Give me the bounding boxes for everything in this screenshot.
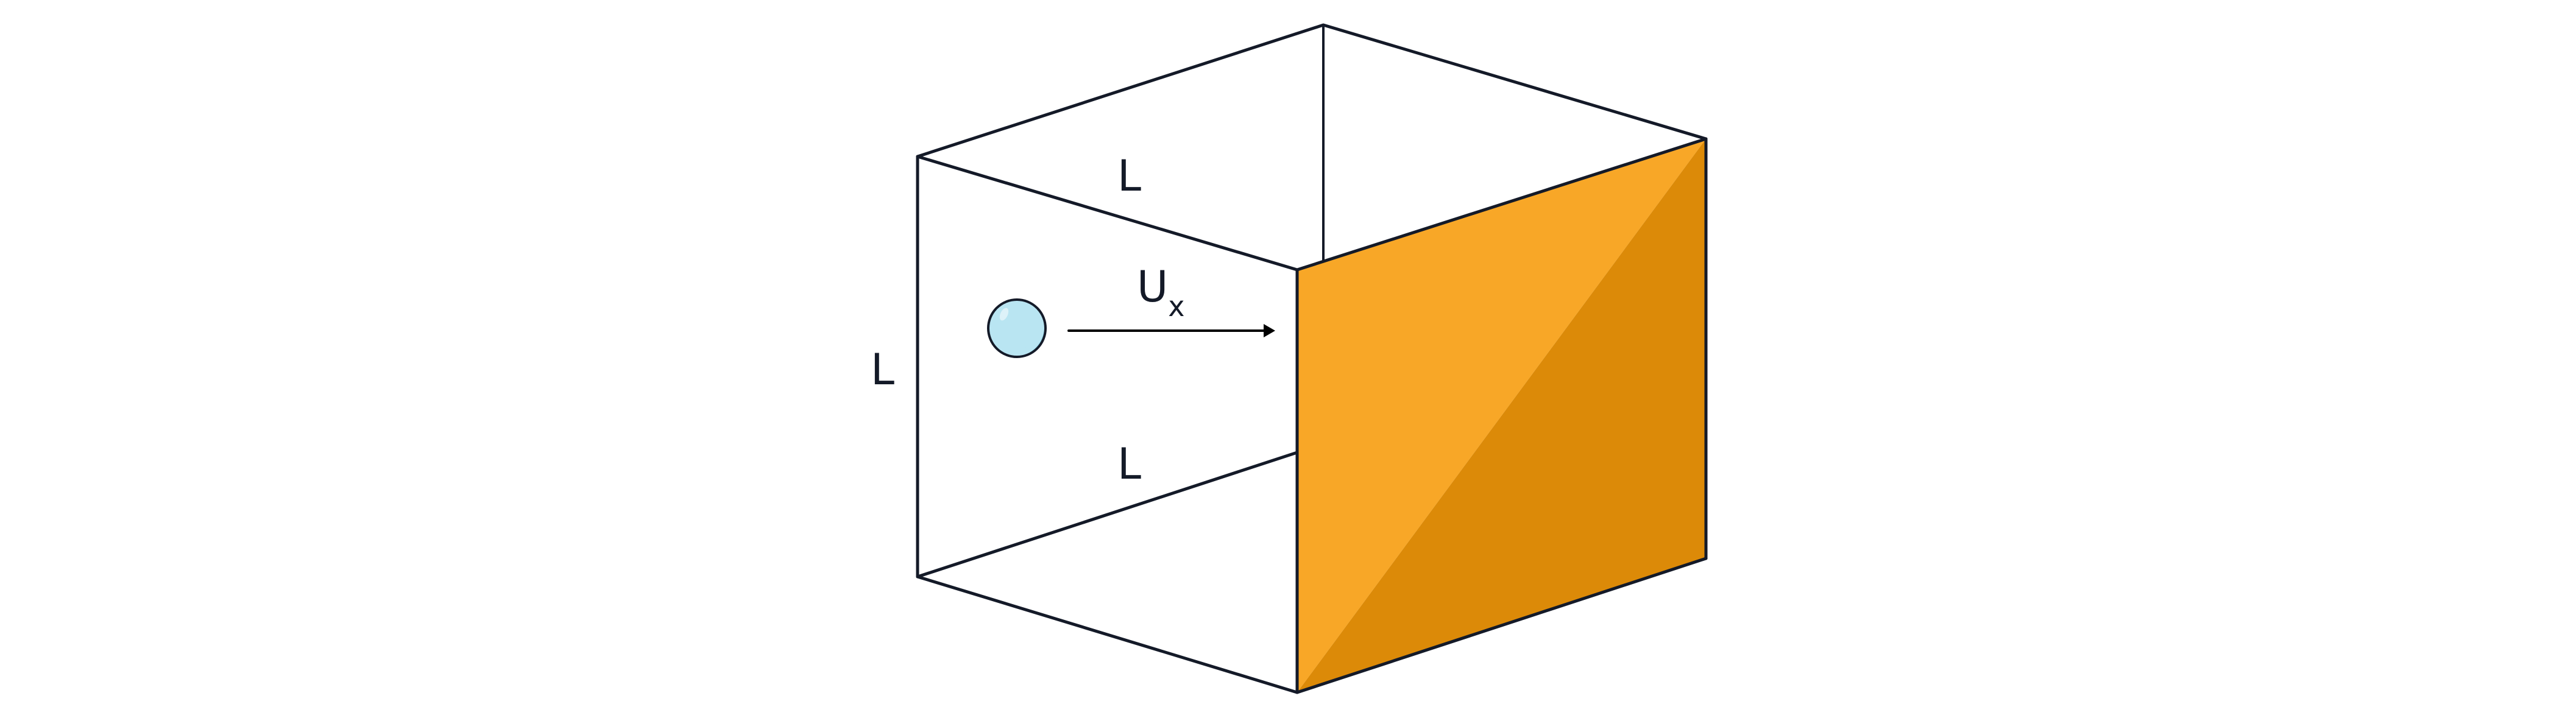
velocity-arrow-icon <box>1067 324 1275 337</box>
sphere-particle-icon <box>987 298 1047 358</box>
face-dark-triangle <box>1297 139 1706 692</box>
top-edge-length-label: L <box>1117 151 1141 201</box>
top-face-outline <box>916 23 1708 158</box>
top-front-left-edge <box>916 155 1299 272</box>
bottom-front-left-edge <box>916 575 1299 694</box>
back-bottom-edge <box>916 451 1299 579</box>
velocity-subscript: x <box>1168 290 1185 323</box>
bottom-front-right-edge <box>1295 557 1708 694</box>
bottom-edge-length-label: L <box>1117 439 1141 489</box>
left-edge-length-label: L <box>871 345 894 395</box>
velocity-label: Ux <box>1137 266 1184 320</box>
velocity-symbol: U <box>1137 262 1169 312</box>
top-front-right-edge <box>1295 137 1708 272</box>
